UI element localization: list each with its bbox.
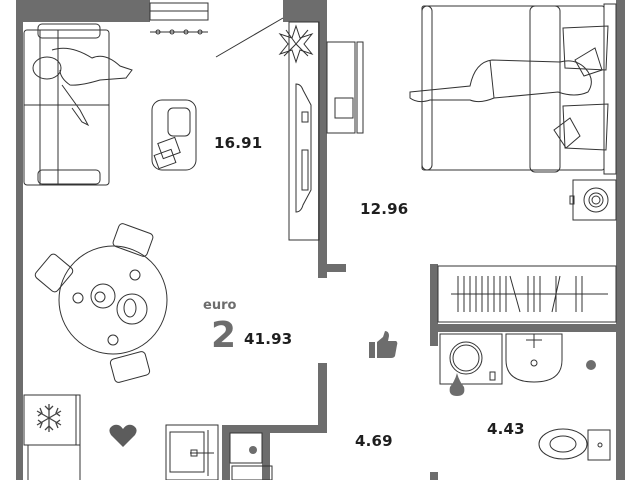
water-drop-icon xyxy=(449,373,465,396)
dining-chair-2 xyxy=(112,223,154,257)
tv-stand xyxy=(288,21,320,241)
currency-label: euro xyxy=(203,298,237,313)
floor-drain-dot xyxy=(586,360,596,370)
room-area-hall: 4.69 xyxy=(355,432,393,450)
kitchen-sink xyxy=(165,424,219,480)
wall-top-mid xyxy=(283,0,325,22)
coffee-table xyxy=(151,99,197,171)
desk xyxy=(326,41,364,134)
room-area-bedroom: 12.96 xyxy=(360,200,409,218)
wall-top-left xyxy=(16,0,150,22)
washbasin xyxy=(505,333,563,383)
fridge xyxy=(23,394,81,480)
wall-center-stub xyxy=(318,264,346,272)
wall-kitchen-sink-block xyxy=(262,432,270,480)
heart-icon xyxy=(109,424,137,447)
thumbs-up-icon xyxy=(369,331,398,358)
window-top xyxy=(149,2,209,21)
wall-left-outer xyxy=(16,0,23,480)
door-leaf xyxy=(215,17,284,58)
snowflake-icon xyxy=(36,404,62,432)
toilet xyxy=(538,428,611,461)
person-on-bed xyxy=(409,59,592,103)
washing-machine xyxy=(439,333,503,385)
kitchen-cabinet xyxy=(229,432,273,480)
wall-kitchen-stub xyxy=(222,425,230,480)
wall-hall-vertical xyxy=(318,363,327,433)
dining-table xyxy=(58,245,168,355)
room-area-living: 16.91 xyxy=(214,134,263,152)
room-count: 2 xyxy=(211,315,237,356)
coat-hooks xyxy=(150,29,208,35)
wall-bath-vertical xyxy=(430,264,438,346)
wall-closet-divider xyxy=(430,324,620,332)
dining-chair-1 xyxy=(34,253,74,293)
wall-bath-bottom-stub xyxy=(430,472,438,480)
nightstand xyxy=(569,179,617,221)
plant xyxy=(278,24,314,64)
wall-hall-horizontal xyxy=(222,425,327,433)
wall-center-vertical xyxy=(318,0,327,278)
dining-chair-3 xyxy=(109,351,151,383)
person-on-sofa xyxy=(32,47,133,127)
wall-right-outer xyxy=(616,0,625,480)
room-area-bathroom: 4.43 xyxy=(487,420,525,438)
sofa xyxy=(23,23,110,186)
drain-dot xyxy=(249,446,257,454)
total-area: 41.93 xyxy=(244,330,293,348)
bed xyxy=(421,3,617,175)
closet-rail xyxy=(437,265,617,323)
